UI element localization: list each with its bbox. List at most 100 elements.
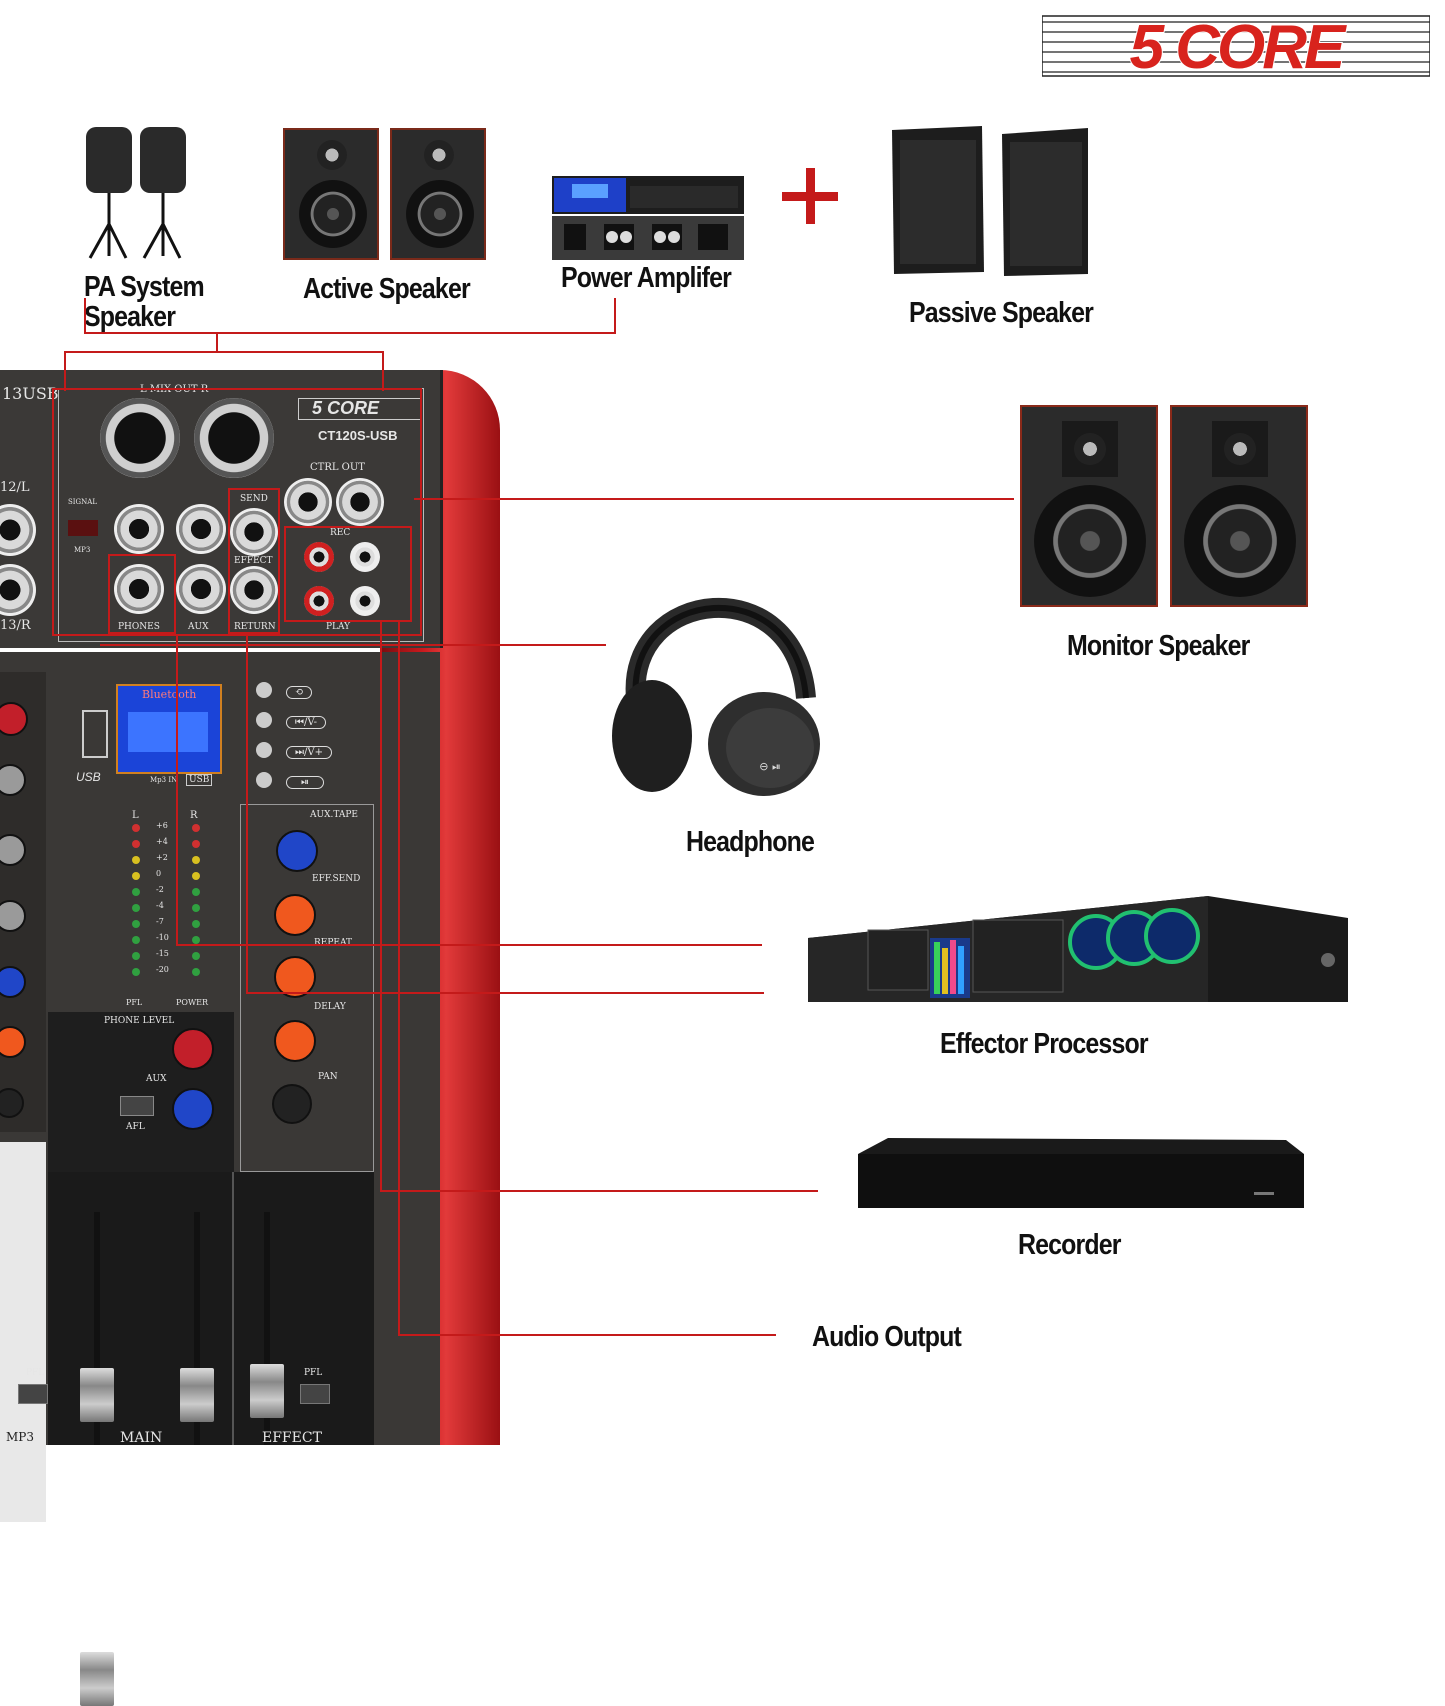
aux-label: AUX [188,622,209,632]
afl-switch[interactable] [120,1096,154,1116]
main-fader-cap-1[interactable] [80,1368,114,1422]
pfl-effect-label: PFL [304,1368,323,1378]
eff-send-knob[interactable] [274,894,316,936]
meter-scale-label: -20 [156,965,169,974]
wire-pa [84,298,86,332]
channel-gain-knob[interactable] [0,702,28,736]
effect-label: EFFECT [234,556,273,566]
wire-amp [614,298,616,334]
channel-eff-knob[interactable] [0,1026,26,1058]
jack-upper-2[interactable] [176,504,226,554]
xlr-out-right[interactable] [194,398,274,478]
rec-right-rca[interactable] [304,542,334,572]
audio-output-label: Audio Output [812,1321,962,1353]
meter-led-right [192,952,200,960]
meter-led-left [132,856,140,864]
meter-scale-label: -15 [156,949,169,958]
wire-effector-2 [246,992,764,994]
meter-r-label: R [190,810,198,821]
effect-bottom-label: EFFECT [262,1430,322,1446]
xlr-out-left[interactable] [100,398,180,478]
effect-fader-slot [264,1212,270,1445]
prev-label: ⏮/V- [286,716,327,729]
effect-fader-cap[interactable] [250,1364,284,1418]
mixer-model: CT120S-USB [318,428,398,443]
meter-led-left [132,824,140,832]
prev-button[interactable] [256,712,272,728]
channel-mid-knob[interactable] [0,834,26,866]
ctrl-out-label: CTRL OUT [310,462,365,473]
power-amplifier-image [552,176,744,260]
meter-led-left [132,952,140,960]
aux-jack[interactable] [176,564,226,614]
input-12l-jack[interactable] [0,504,36,556]
delay-knob[interactable] [274,1020,316,1062]
jack-upper-1[interactable] [114,504,164,554]
headphone-label: Headphone [686,826,815,858]
repeat-knob[interactable] [274,956,316,998]
repeat-button[interactable] [256,682,272,698]
meter-scale-label: 0 [156,869,162,878]
phone-level-knob[interactable] [172,1028,214,1070]
pfl-bottom-label: PFL [26,1368,45,1378]
channel-hi-knob[interactable] [0,764,26,796]
channel-pan-knob[interactable] [0,1088,24,1118]
ctrl-out-left-jack[interactable] [284,478,332,526]
eff-send-label: EFF.SEND [312,874,361,884]
repeat-label: ⟲ [286,686,313,699]
bluetooth-label: Bluetooth [142,688,197,701]
wire-monitor [414,498,1014,500]
pan-knob[interactable] [272,1084,312,1124]
signal-label: SIGNAL [68,498,97,506]
active-speaker-right [390,128,486,260]
play-pause-button[interactable] [256,772,272,788]
phones-jack[interactable] [114,564,164,614]
meter-scale-label: +6 [156,821,168,830]
input-13r-jack[interactable] [0,564,36,616]
aux-knob-label: AUX [146,1074,167,1084]
wire-headphone [100,644,606,646]
phones-highlight [108,554,176,634]
usb-port[interactable] [82,710,108,758]
plus-icon [782,168,838,224]
meter-led-left [132,904,140,912]
effect-send-jack[interactable] [230,508,278,556]
aux-level-knob[interactable] [172,1088,214,1130]
channel-low-knob[interactable] [0,900,26,932]
mp3-bottom-label: MP3 [6,1430,34,1444]
pan-label: PAN [318,1072,338,1082]
next-button[interactable] [256,742,272,758]
main-left-fader[interactable] [80,1652,114,1706]
power-amplifier-label: Power Amplifer [561,262,732,294]
wire-top-bus [84,332,616,334]
ch13r-label: 13/R [0,618,31,633]
wire-effect-drop [246,634,248,994]
meter-led-right [192,904,200,912]
main-fader-cap-2[interactable] [180,1368,214,1422]
usb-mode-label: USB [186,774,213,786]
pfl-label: PFL [126,998,143,1007]
wire-effector-1 [176,944,762,946]
wire-recorder [380,1190,818,1192]
play-left-rca[interactable] [350,586,380,616]
monitor-speaker-right [1170,405,1308,607]
ch12l-label: 12/L [0,480,30,495]
pfl-button[interactable] [18,1384,48,1404]
pfl-effect-button[interactable] [300,1384,330,1404]
brand-logo: 5 CORE [1042,14,1430,78]
wire-rec-drop [380,622,382,1192]
meter-l-label: L [132,810,139,821]
meter-led-right [192,856,200,864]
rec-left-rca[interactable] [350,542,380,572]
play-right-rca[interactable] [304,586,334,616]
delay-label: DELAY [314,1002,346,1012]
main-label: MAIN [120,1430,163,1446]
channel-aux-knob[interactable] [0,966,26,998]
effects-section [240,804,374,1172]
meter-scale-label: +4 [156,837,168,846]
pa-system-label: PA System Speaker [84,271,205,333]
wire-bracket-right [382,351,384,391]
ctrl-out-right-jack[interactable] [336,478,384,526]
effect-return-jack[interactable] [230,566,278,614]
aux-tape-knob[interactable] [276,830,318,872]
